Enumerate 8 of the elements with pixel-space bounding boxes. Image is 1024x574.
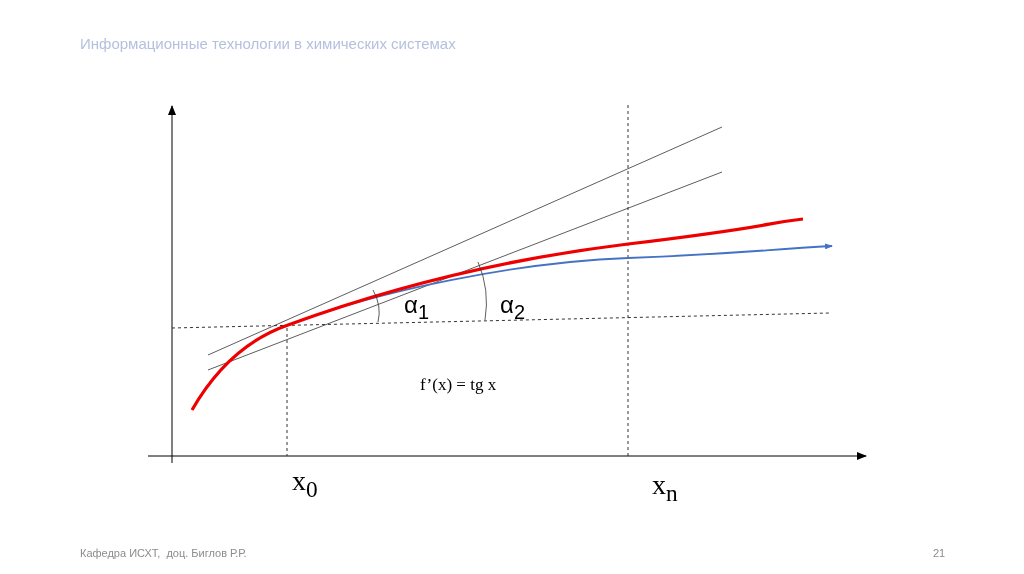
footer-text: Кафедра ИСХТ, доц. Биглов Р.Р. — [80, 547, 247, 560]
formula: f’(x) = tg x — [420, 376, 497, 395]
slide-title: Информационные технологии в химических системах — [80, 36, 456, 53]
angle-label: α$_{1}$ — [404, 292, 429, 323]
angle-label: α$_{2}$ — [500, 292, 525, 323]
axis-label: x$_{0}$ — [292, 466, 318, 503]
axis-label: x$_{n}$ — [652, 470, 678, 507]
page-number: 21 — [933, 547, 946, 560]
